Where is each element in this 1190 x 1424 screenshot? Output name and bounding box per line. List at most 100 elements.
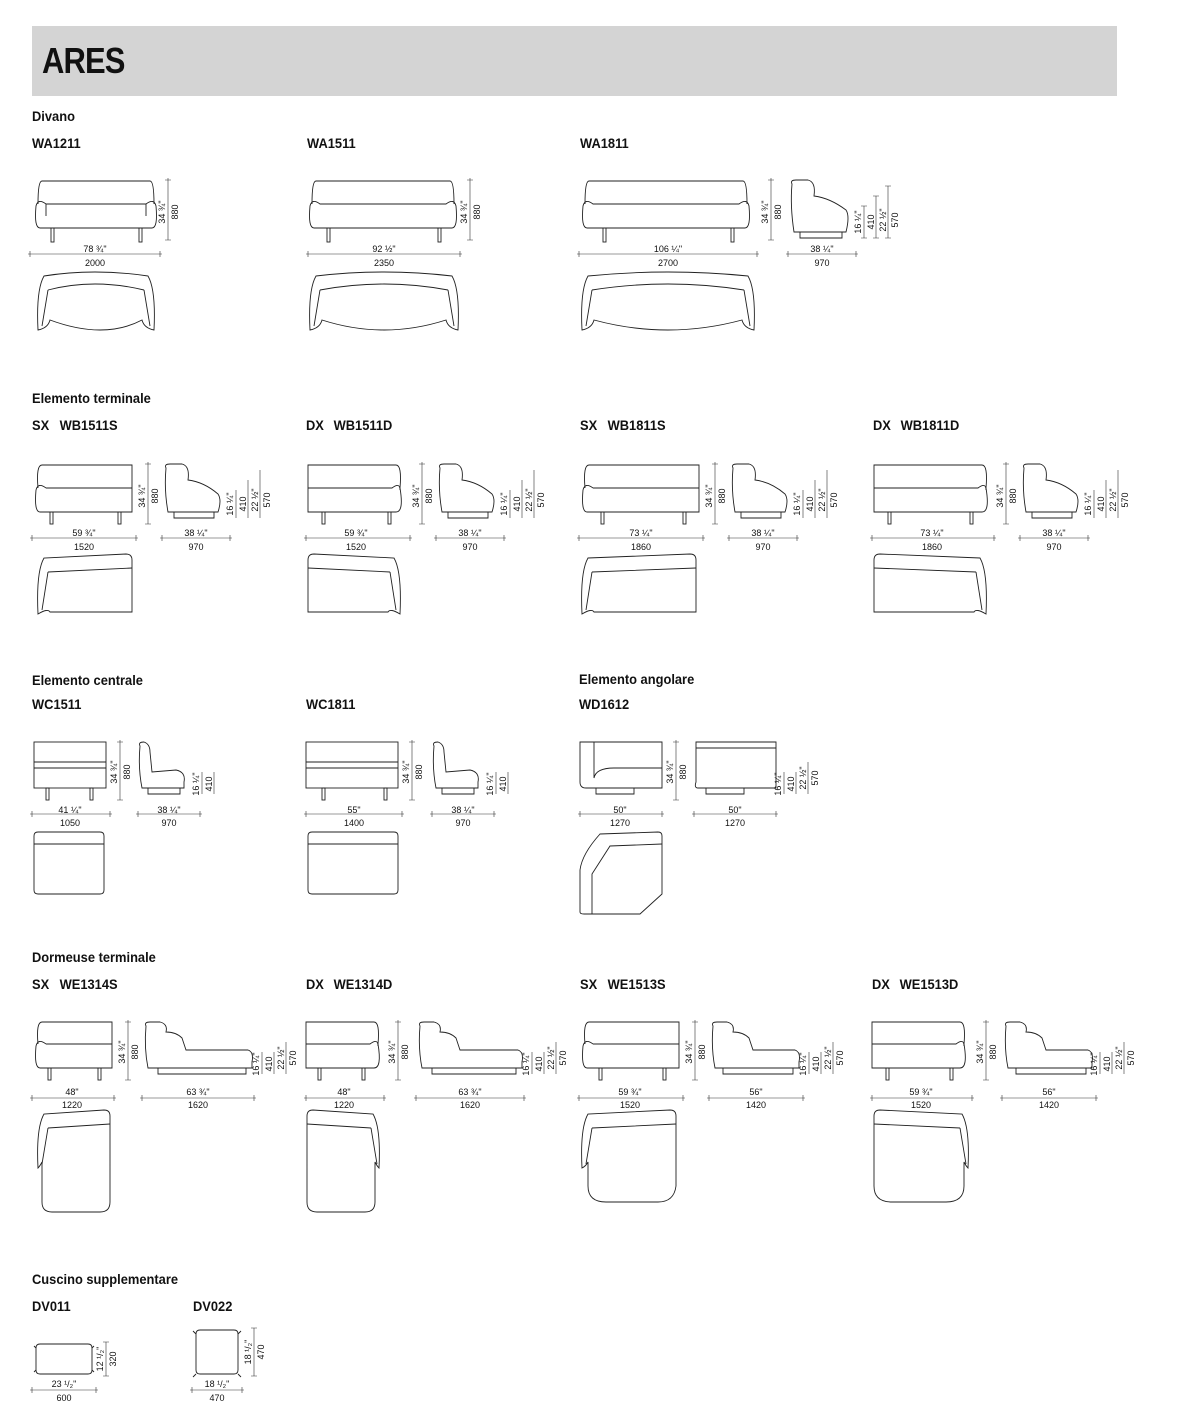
wd1612-width-in: 50"	[613, 805, 626, 815]
wa1211-top-view	[37, 271, 155, 331]
wc1511-depth-in: 38 ¼"	[157, 805, 180, 815]
wa1511-width-mm: 2350	[374, 258, 394, 268]
wb1511d-depth-mm: 970	[462, 542, 477, 552]
we1513d-height-in: 34 ¾"	[975, 1040, 985, 1063]
wd1612-depth-mm: 1270	[725, 818, 745, 828]
we1314d-arm-in: 22 ½"	[546, 1046, 556, 1069]
wa1211-height-mm: 880	[170, 204, 180, 219]
we1314s-depth-in: 63 ¾"	[186, 1087, 209, 1097]
wa1811-width-in: 106 ¼"	[654, 244, 682, 254]
wb1511s-width-in: 59 ¾"	[72, 528, 95, 538]
wb1811d-arm-in: 22 ½"	[1108, 488, 1118, 511]
wb1811s-seat-mm: 410	[805, 496, 815, 511]
we1513d-views: 34 ¾" 880 59 ¾" 1520 16 ¼" 410 22 ½" 570…	[870, 1020, 1136, 1110]
we1314s-width-mm: 1220	[62, 1100, 82, 1110]
wb1511d-width-mm: 1520	[346, 542, 366, 552]
wb1511s-arm-mm: 570	[262, 492, 272, 507]
wc1511-height-mm: 880	[122, 764, 132, 779]
wb1511s-width-mm: 1520	[74, 542, 94, 552]
dv022-width-in: 18 ¹/₂"	[205, 1379, 230, 1389]
we1314d-height-mm: 880	[400, 1044, 410, 1059]
wd1612-width-mm: 1270	[610, 818, 630, 828]
we1314d-width-in: 48"	[337, 1087, 350, 1097]
dv011-views: 12 ¹/₂" 320 23 ¹/₂" 600	[30, 1341, 118, 1403]
wa1211-width-mm: 2000	[85, 258, 105, 268]
wc1511-width-mm: 1050	[60, 818, 80, 828]
wb1511s-seat-mm: 410	[238, 496, 248, 511]
wb1811s-arm-mm: 570	[829, 492, 839, 507]
wd1612-arm-mm: 570	[810, 770, 820, 785]
wb1811s-depth-in: 38 ¼"	[751, 528, 774, 538]
we1513s-width-in: 59 ¾"	[618, 1087, 641, 1097]
wa1211-front-view: 34 ¾" 880 78 ¾" 2000	[28, 178, 180, 268]
wa1811-side-view: 16 ¼" 410 22 ½" 570 38 ¼" 970	[786, 179, 900, 268]
we1513s-height-mm: 880	[697, 1044, 707, 1059]
wb1511d-arm-mm: 570	[536, 492, 546, 507]
wc1811-top-view	[307, 831, 399, 895]
we1314s-views: 34 ¾" 880 48" 1220 16 ¼" 410 22 ½" 570 6…	[30, 1020, 298, 1110]
we1314s-height-in: 34 ¾"	[117, 1040, 127, 1063]
we1314s-seat-mm: 410	[264, 1056, 274, 1071]
wb1811s-height-mm: 880	[717, 488, 727, 503]
wc1811-height-mm: 880	[414, 764, 424, 779]
wb1811s-width-mm: 1860	[631, 542, 651, 552]
wa1811-depth-mm: 970	[814, 258, 829, 268]
dv011-width-in: 23 ¹/₂"	[52, 1379, 77, 1389]
wb1511d-depth-in: 38 ¼"	[458, 528, 481, 538]
we1513d-seat-mm: 410	[1102, 1056, 1112, 1071]
section-angolare: Elemento angolare	[579, 671, 695, 687]
we1314d-views: 34 ¾" 880 48" 1220 16 ¼" 410 22 ½" 570 6…	[304, 1020, 568, 1110]
we1513d-width-in: 59 ¾"	[909, 1087, 932, 1097]
code-wa1511: WA1511	[307, 135, 356, 151]
we1513d-depth-in: 56"	[1042, 1087, 1055, 1097]
dv022-width-mm: 470	[209, 1393, 224, 1403]
we1314d-seat-in: 16 ¼"	[521, 1052, 531, 1075]
wd1612-views: 34 ¾" 880 50" 1270 16 ¼" 410 22 ½" 570 5…	[578, 740, 820, 828]
we1314s-arm-in: 22 ½"	[276, 1046, 286, 1069]
wb1811d-depth-in: 38 ¼"	[1042, 528, 1065, 538]
we1314d-width-mm: 1220	[334, 1100, 354, 1110]
wb1811d-seat-mm: 410	[1096, 496, 1106, 511]
dv022-height-in: 18 ¹/₂"	[243, 1340, 253, 1365]
wa1211-width-in: 78 ¾"	[83, 244, 106, 254]
we1513d-arm-in: 22 ½"	[1114, 1046, 1124, 1069]
wa1811-depth-in: 38 ¼"	[810, 244, 833, 254]
section-cuscino: Cuscino supplementare	[32, 1271, 179, 1287]
code-wa1211: WA1211	[32, 135, 81, 151]
we1513s-arm-mm: 570	[835, 1050, 845, 1065]
we1314s-width-in: 48"	[65, 1087, 78, 1097]
we1314d-seat-mm: 410	[534, 1056, 544, 1071]
we1513d-arm-mm: 570	[1126, 1050, 1136, 1065]
wc1811-seat-mm: 410	[498, 776, 508, 791]
section-divano: Divano	[32, 108, 75, 124]
wb1811d-width-mm: 1860	[922, 542, 942, 552]
code-wc1811: WC1811	[306, 696, 356, 712]
wa1511-width-in: 92 ½"	[372, 244, 395, 254]
wc1511-seat-in: 16 ¼"	[191, 772, 201, 795]
wc1811-depth-in: 38 ¼"	[451, 805, 474, 815]
we1513d-width-mm: 1520	[911, 1100, 931, 1110]
wb1811d-arm-mm: 570	[1120, 492, 1130, 507]
code-wd1612: WD1612	[579, 696, 630, 712]
wb1811d-height-mm: 880	[1008, 488, 1018, 503]
wd1612-seat-mm: 410	[786, 776, 796, 791]
wa1511-height-in: 34 ¾"	[459, 200, 469, 223]
wc1511-top-view	[33, 831, 105, 895]
wb1811d-width-in: 73 ¼"	[920, 528, 943, 538]
wd1612-height-mm: 880	[678, 764, 688, 779]
wb1511d-height-mm: 880	[424, 488, 434, 503]
we1513s-top-view	[581, 1109, 677, 1203]
wc1511-seat-mm: 410	[204, 776, 214, 791]
we1513s-seat-mm: 410	[811, 1056, 821, 1071]
code-wa1811: WA1811	[580, 135, 629, 151]
wc1511-depth-mm: 970	[161, 818, 176, 828]
code-dv011: DV011	[32, 1298, 71, 1314]
dv011-width-mm: 600	[56, 1393, 71, 1403]
wc1511-height-in: 34 ¾"	[109, 760, 119, 783]
wa1811-arm-in: 22 ½"	[878, 208, 888, 231]
wb1811s-top-view	[581, 553, 697, 615]
wd1612-depth-in: 50"	[728, 805, 741, 815]
